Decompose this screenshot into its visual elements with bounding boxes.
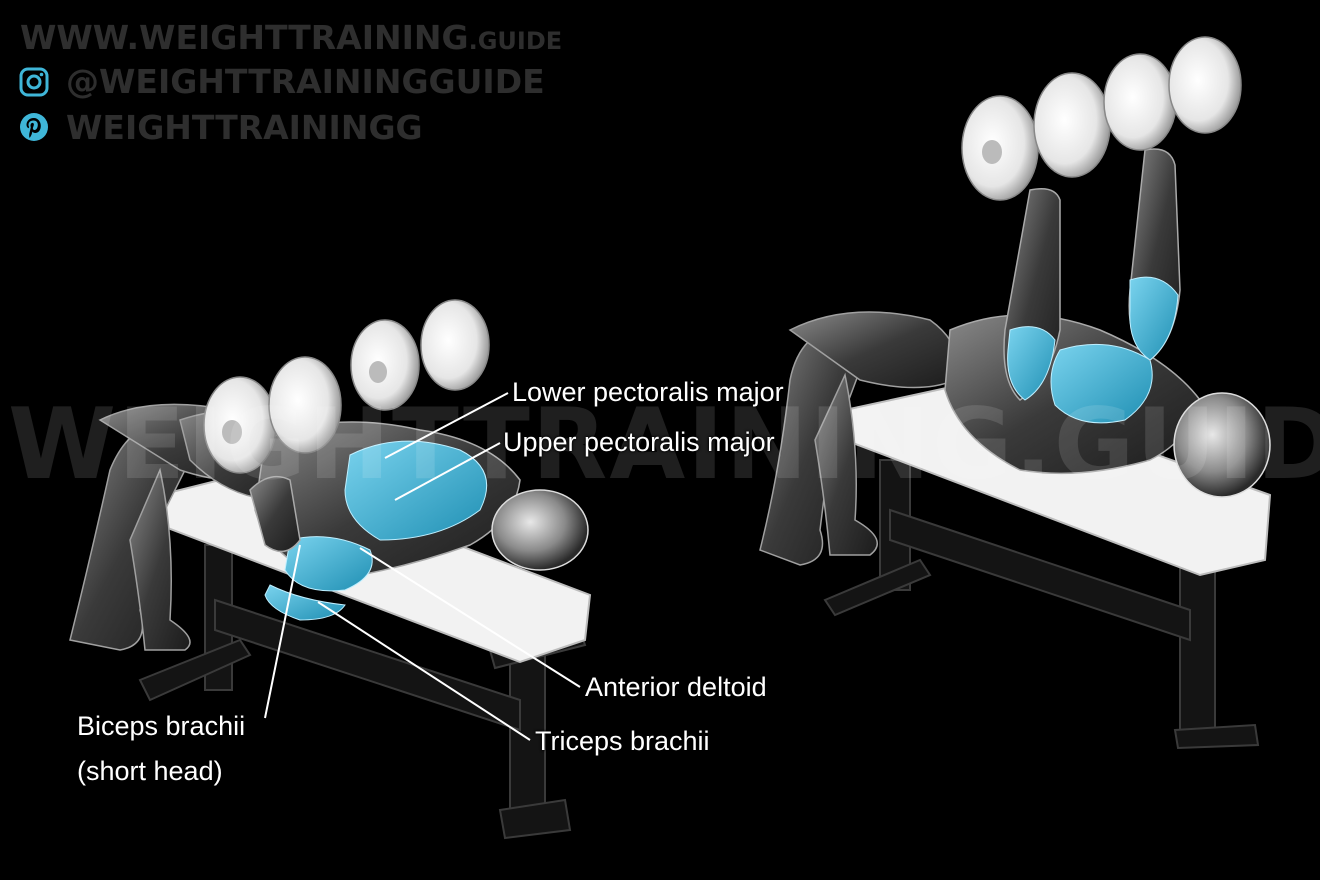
left-bench-frame	[138, 544, 587, 840]
left-head	[491, 489, 589, 571]
label-biceps-subtitle: (short head)	[77, 756, 223, 786]
instagram-handle[interactable]: @WEIGHTTRAININGGUIDE	[66, 62, 545, 101]
leader-anterior-deltoid	[359, 547, 581, 688]
right-pectoralis	[1050, 343, 1153, 424]
right-dumbbell-left	[961, 72, 1111, 201]
right-dumbbell-right	[1103, 36, 1242, 151]
leader-upper-pec	[394, 442, 501, 501]
leader-biceps	[264, 544, 301, 719]
left-triceps	[264, 584, 346, 621]
pinterest-icon[interactable]	[18, 111, 50, 143]
right-head	[1173, 392, 1271, 498]
label-upper-pectoralis: Upper pectoralis major	[503, 427, 775, 457]
leader-lower-pec	[384, 392, 509, 459]
leader-lines	[264, 392, 581, 741]
left-dumbbell-upper	[350, 299, 490, 411]
right-deltoid-right	[1129, 276, 1179, 361]
label-lower-pectoralis: Lower pectoralis major	[512, 377, 784, 407]
left-pectoralis	[344, 440, 488, 541]
watermark: WEIGHTTRAINING.GUIDE	[8, 388, 1320, 502]
leader-triceps	[317, 601, 531, 741]
label-anterior-deltoid: Anterior deltoid	[585, 672, 767, 702]
left-figure	[69, 299, 592, 840]
pinterest-handle[interactable]: WEIGHTTRAININGG	[66, 108, 423, 147]
left-dumbbell-lower	[203, 356, 342, 474]
left-forearm	[249, 475, 301, 553]
right-legs	[759, 311, 958, 566]
instagram-icon[interactable]	[18, 66, 50, 98]
left-anterior-deltoid	[284, 536, 373, 592]
label-biceps: Biceps brachii	[77, 711, 246, 741]
label-triceps: Triceps brachii	[535, 726, 710, 756]
right-figure	[759, 36, 1272, 750]
website-url[interactable]: WWW.WEIGHTTRAINING.GUIDE	[20, 18, 563, 57]
right-deltoid-left	[1007, 326, 1056, 401]
right-bench-frame	[823, 459, 1260, 750]
